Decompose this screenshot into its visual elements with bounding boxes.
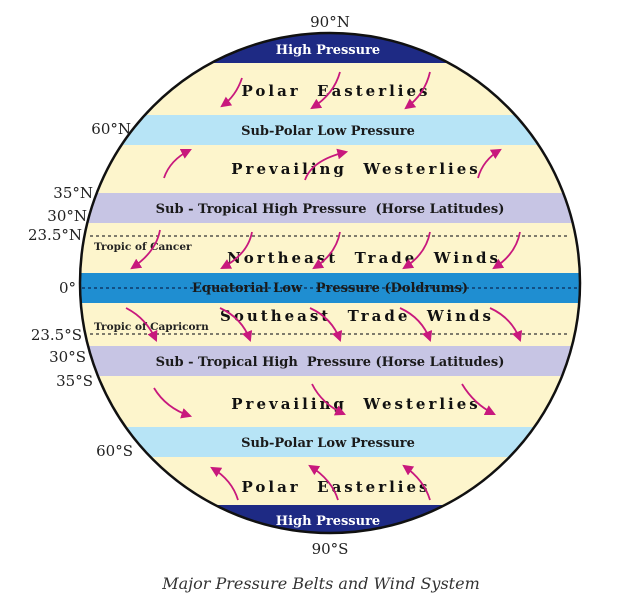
wind-arrow: [404, 71, 431, 110]
north-subpolar-low-label: Sub-Polar Low Pressure: [241, 124, 415, 139]
wind-arrow: [402, 464, 431, 501]
latitude-60n-label: 60°N: [91, 120, 131, 138]
wind-arrow: [308, 464, 339, 501]
wind-arrow: [492, 231, 521, 270]
latitude-90n-label: 90°N: [310, 13, 350, 31]
wind-arrow: [220, 231, 253, 270]
north-subtropical-high-band: [80, 193, 580, 223]
latitude-35n-label: 35°N: [53, 184, 93, 202]
south-subtropical-high-band: [80, 346, 580, 376]
wind-arrow: [489, 307, 523, 343]
wind-arrow: [461, 383, 496, 415]
northeast-trade-winds-label: Northeast Trade Winds: [227, 249, 501, 267]
south-prevailing-westerlies-label: Prevailing Westerlies: [231, 395, 480, 413]
globe-outline: [78, 31, 582, 535]
north-subtropical-high-label: Sub - Tropical High Pressure (Horse Lati…: [156, 202, 505, 217]
latitude-30s-label: 30°S: [49, 348, 86, 366]
wind-arrows: [125, 71, 523, 501]
wind-arrow: [402, 231, 431, 270]
latitude-60s-label: 60°S: [96, 442, 133, 460]
latitude-35s-label: 35°S: [56, 372, 93, 390]
latitude-30n-label: 30°N: [47, 207, 87, 225]
latitude-90s-label: 90°S: [312, 540, 349, 558]
wind-arrow: [130, 229, 161, 270]
wind-arrow: [477, 148, 502, 179]
wind-arrow: [153, 387, 193, 419]
wind-arrow: [399, 307, 433, 343]
figure-caption: Major Pressure Belts and Wind System: [162, 574, 480, 593]
latitude-23-5n-label: 23.5°N: [28, 226, 82, 244]
wind-arrow: [310, 71, 341, 110]
wind-arrow: [304, 148, 349, 181]
tropic-of-capricorn-label: Tropic of Capricorn: [94, 321, 209, 333]
wind-arrow: [309, 307, 343, 343]
wind-arrow: [311, 383, 346, 416]
wind-arrow: [219, 307, 253, 343]
wind-arrow: [312, 231, 341, 270]
north-subpolar-low-band: [80, 115, 580, 145]
wind-arrow: [220, 77, 243, 108]
south-subpolar-low-label: Sub-Polar Low Pressure: [241, 436, 415, 451]
equatorial-low-label: Equatorial Low Pressure (Doldrums): [192, 281, 468, 296]
southeast-trade-winds-label: Southeast Trade Winds: [220, 307, 494, 325]
south-subpolar-low-band: [80, 427, 580, 457]
north-prevailing-westerlies-label: Prevailing Westerlies: [231, 160, 480, 178]
wind-arrow: [210, 466, 239, 501]
wind-arrow: [163, 149, 192, 179]
tropic-of-cancer-label: Tropic of Cancer: [94, 241, 192, 253]
latitude-23-5s-label: 23.5°S: [31, 326, 82, 344]
south-high-pressure-label: High Pressure: [276, 514, 380, 529]
north-high-pressure-label: High Pressure: [276, 43, 380, 58]
south-subtropical-high-label: Sub - Tropical High Pressure (Horse Lati…: [156, 355, 505, 370]
south-polar-easterlies-label: Polar Easterlies: [241, 478, 430, 496]
north-polar-easterlies-label: Polar Easterlies: [241, 82, 430, 100]
wind-arrow: [125, 307, 158, 342]
latitude-equator-label: 0°: [59, 279, 76, 297]
